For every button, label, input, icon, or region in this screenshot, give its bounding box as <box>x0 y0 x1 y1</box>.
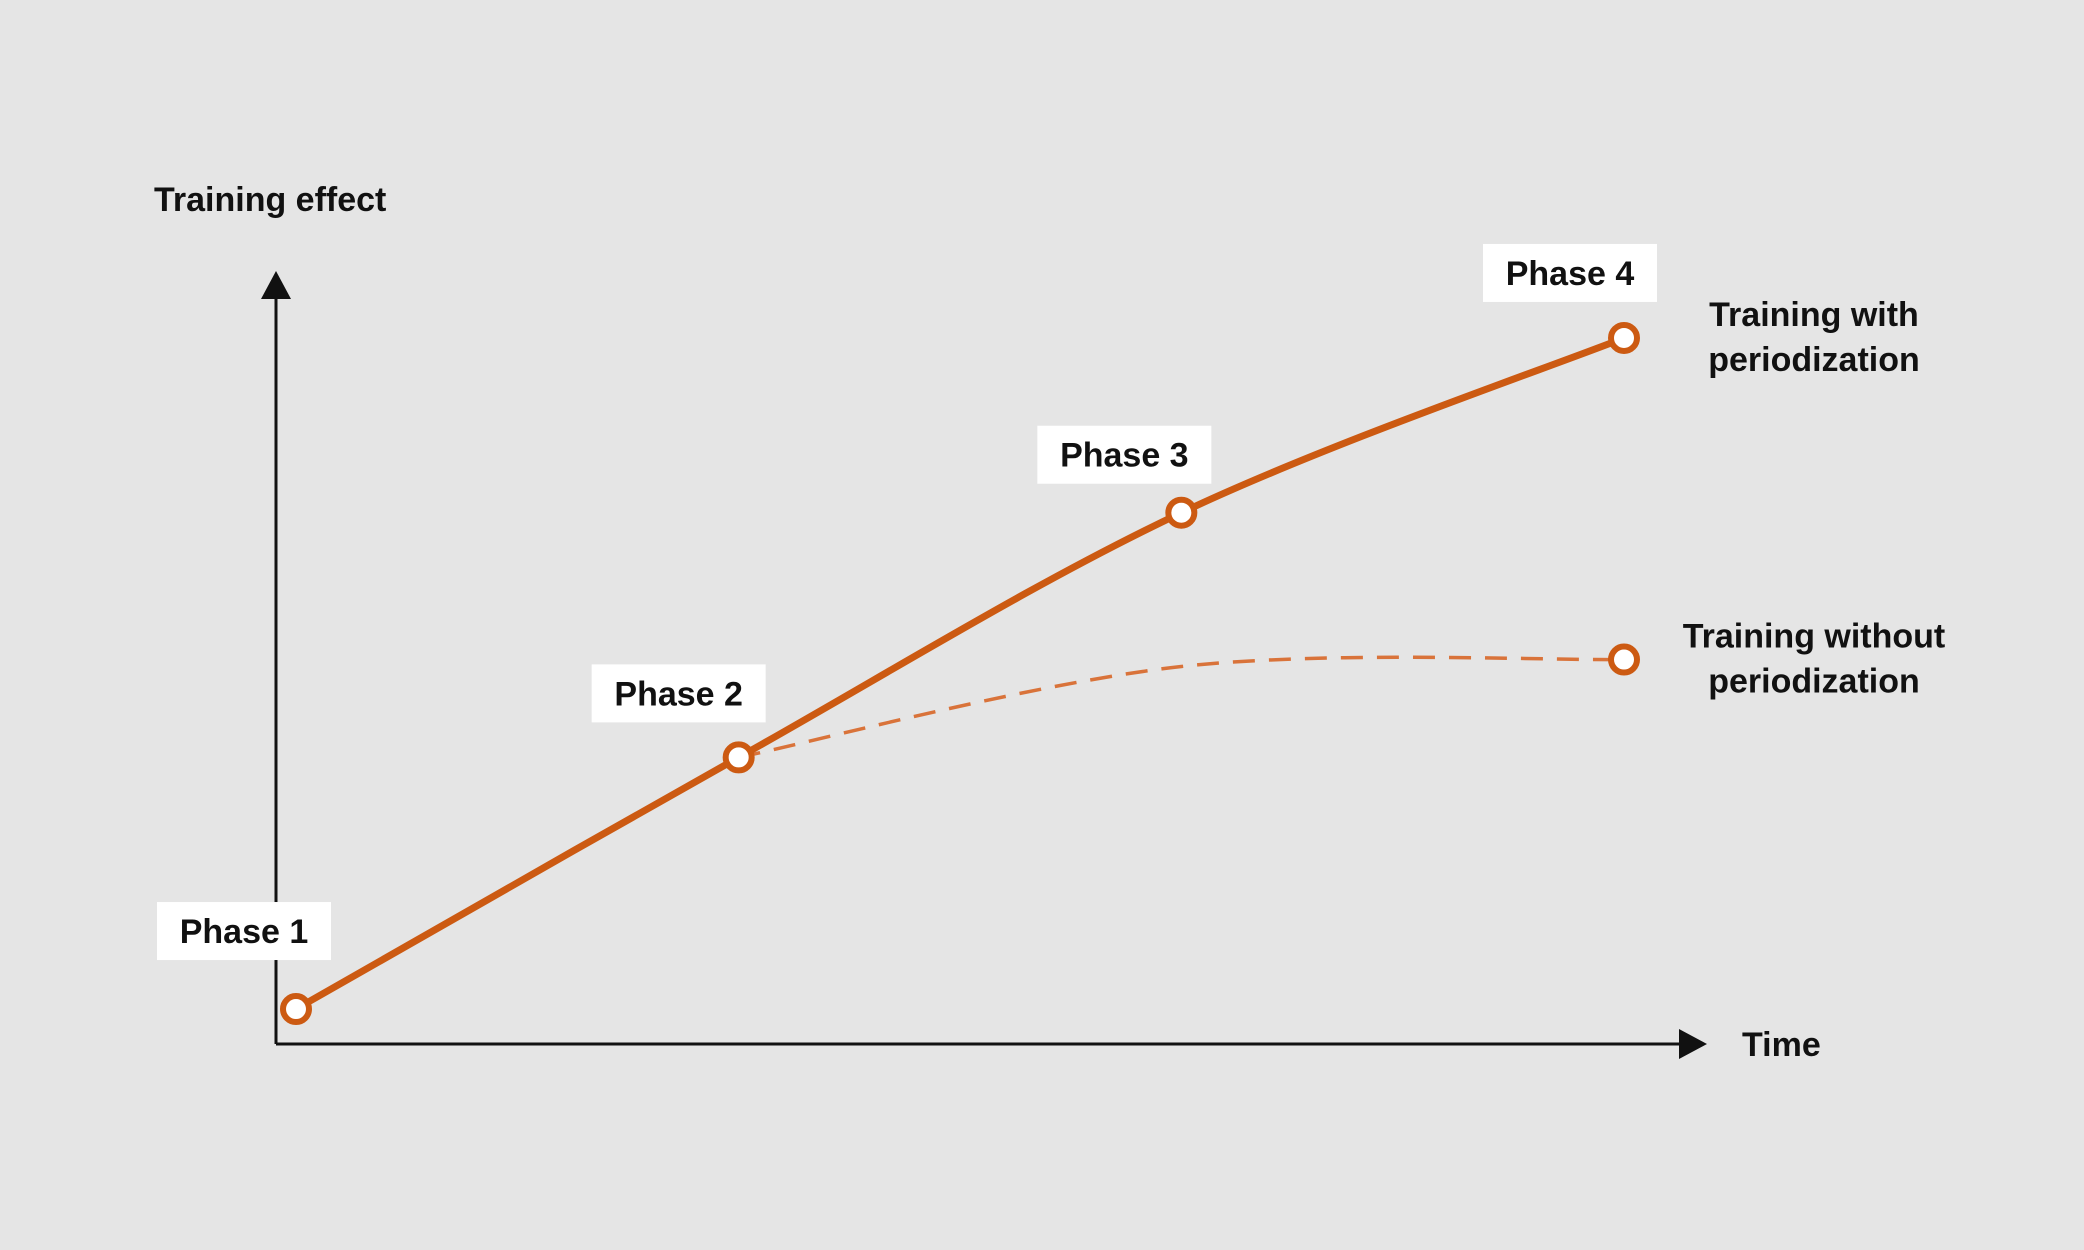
phase-label-1: Phase 1 <box>157 902 331 961</box>
x-axis-label: Time <box>1742 1026 1821 1064</box>
phase-label-text: Phase 4 <box>1506 255 1635 293</box>
series-layer <box>292 334 1628 1013</box>
marker-layer <box>280 321 1640 1026</box>
phase-label-box <box>591 664 766 723</box>
point-marker-with-periodization-4 <box>1608 321 1640 354</box>
point-marker-with-periodization-3 <box>1165 496 1198 529</box>
phase-label-text: Phase 1 <box>180 913 309 951</box>
phase-label-text: Phase 3 <box>1060 437 1189 475</box>
y-axis-arrow-icon <box>261 271 291 299</box>
series-label-without-periodization: Training without periodization <box>1683 618 1946 701</box>
x-axis-arrow-icon <box>1679 1029 1707 1059</box>
series-label-line: periodization <box>1708 341 1920 379</box>
phase-labels: Phase 1 Phase 2 Phase 3 Phase 4 <box>157 243 1657 961</box>
point-marker-without-periodization-end <box>1608 643 1640 676</box>
phase-label-3: Phase 3 <box>1037 425 1212 484</box>
series-label-line: Training without <box>1683 618 1946 656</box>
y-axis-label: Training effect <box>154 181 386 219</box>
phase-label-box <box>1037 425 1212 484</box>
phase-label-2: Phase 2 <box>591 664 766 723</box>
point-marker-with-periodization-2 <box>722 741 755 774</box>
point-marker-with-periodization-1 <box>280 993 312 1026</box>
series-line-without-periodization <box>738 655 1625 760</box>
series-label-line: Training with <box>1709 296 1919 334</box>
series-label-line: periodization <box>1708 663 1920 701</box>
series-line-with-periodization <box>292 334 1628 1013</box>
phase-label-text: Phase 2 <box>614 675 743 713</box>
phase-label-4: Phase 4 <box>1483 243 1657 302</box>
phase-label-box <box>1483 243 1657 302</box>
phase-label-box <box>157 902 331 961</box>
series-label-with-periodization: Training with periodization <box>1708 296 1920 379</box>
